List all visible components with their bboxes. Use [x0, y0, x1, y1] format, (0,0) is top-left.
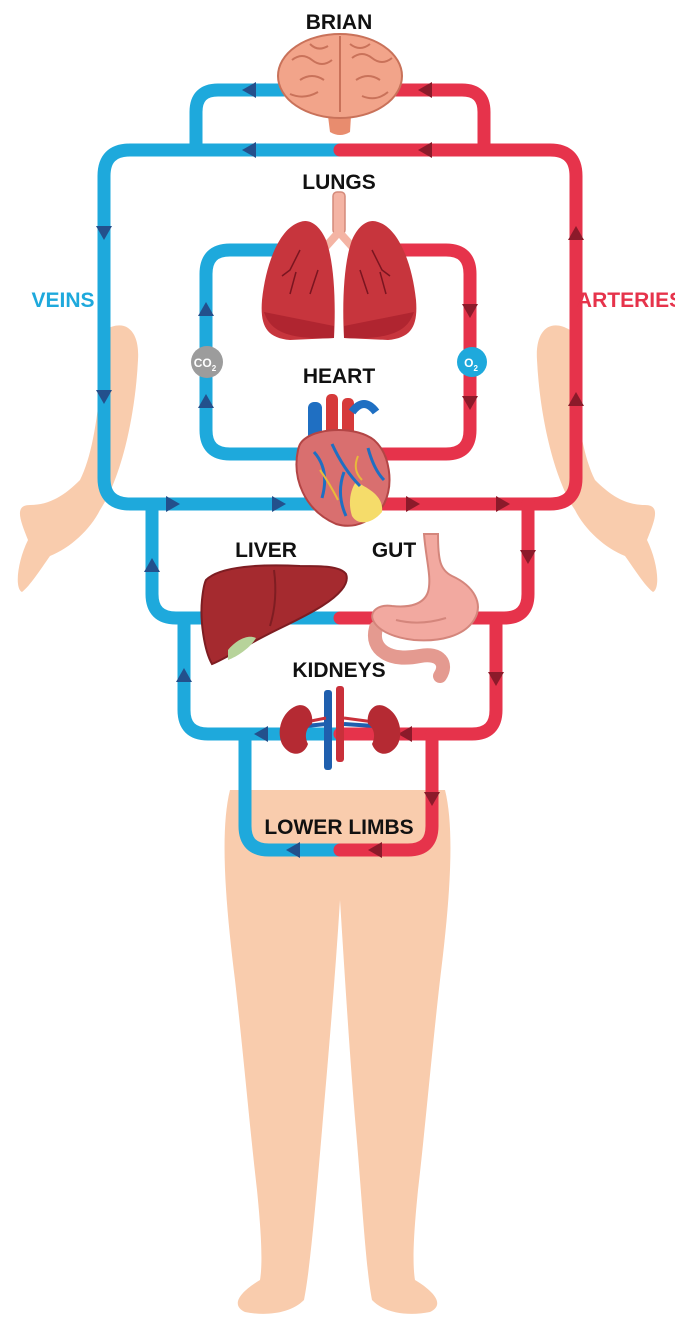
brain-icon [278, 34, 402, 135]
kidneys-label: KIDNEYS [292, 659, 385, 682]
right-arm [537, 325, 657, 592]
gut-label: GUT [372, 539, 417, 562]
heart-icon [297, 394, 390, 526]
co2-badge: CO2 [191, 346, 223, 378]
veins-label: VEINS [31, 289, 94, 312]
kidneys-icon [280, 686, 401, 770]
left-arm [18, 325, 138, 592]
liver-label: LIVER [235, 539, 297, 562]
heart-label: HEART [303, 365, 376, 388]
lungs-icon [262, 192, 417, 340]
lower-limbs-label: LOWER LIMBS [264, 816, 413, 839]
arteries-label: ARTERIES [577, 289, 675, 312]
lungs-label: LUNGS [302, 171, 376, 194]
brain-label: BRIAN [306, 11, 373, 34]
artery-arrows [368, 82, 584, 858]
legs [225, 790, 451, 1314]
o2-badge: O2 [457, 347, 487, 377]
vein-arrows [96, 82, 300, 858]
